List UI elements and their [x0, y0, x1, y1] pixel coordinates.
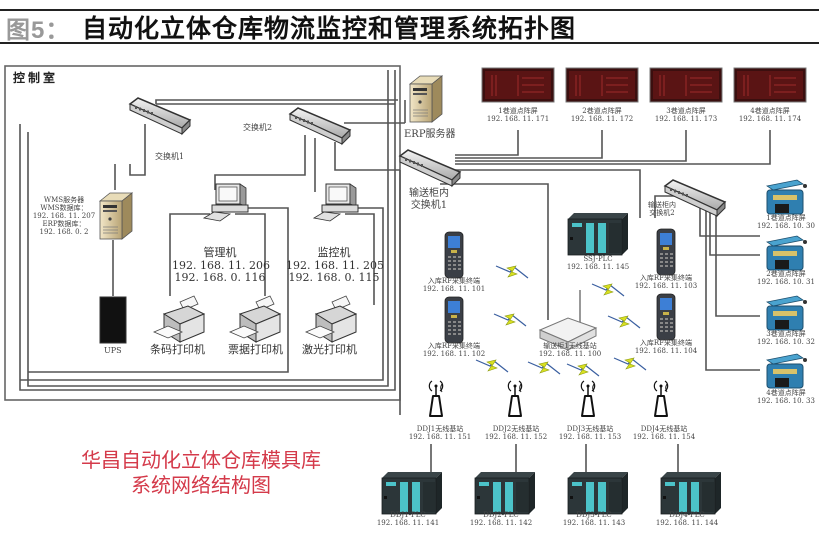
- base-station-3-icon: [580, 380, 596, 417]
- barcode-printer-label: 条码打印机: [150, 343, 205, 356]
- figure-title: 自动化立体仓库物流监控和管理系统拓扑图: [82, 14, 577, 43]
- rf-terminal-3-icon: [656, 228, 676, 276]
- wireless-link-icon: [566, 363, 600, 377]
- conveyor-switch1-label: 输送柜内 交换机1: [409, 188, 449, 211]
- lane-display-1-icon: [481, 67, 555, 103]
- rf-terminal-2-icon: [444, 296, 464, 344]
- erp-server-label: ERP服务器: [404, 129, 456, 140]
- header-bottom-rule: [0, 42, 819, 44]
- lane-scanner-1-icon: [766, 179, 808, 215]
- erp-server-icon: [409, 75, 443, 123]
- wms-server-icon: [99, 192, 133, 240]
- wms-server-label: WMS服务器 WMS数据库： 192. 168. 11. 207 ERP数据库：…: [32, 196, 96, 237]
- base-station-1-icon: [428, 380, 444, 417]
- lane-display-3-icon: [649, 67, 723, 103]
- laser-printer-label: 激光打印机: [302, 343, 357, 356]
- management-pc-icon: [203, 183, 249, 222]
- ups-label: UPS: [104, 346, 122, 355]
- wireless-link-icon: [613, 357, 647, 371]
- wireless-link-icon: [475, 359, 509, 373]
- lane-scanner-3-icon: [766, 295, 808, 331]
- wireless-link-icon: [495, 265, 529, 279]
- diagram-caption: 华昌自动化立体仓库模具库 系统网络结构图: [81, 448, 321, 497]
- ddj1-plc-icon: [381, 471, 443, 515]
- conveyor-switch1-icon: [399, 149, 461, 187]
- receipt-printer-label: 票据打印机: [228, 343, 283, 356]
- ddj3-plc-icon: [567, 471, 629, 515]
- rf-terminal-1-icon: [444, 231, 464, 279]
- management-pc-label: 管理机 192. 168. 11. 206 192. 168. 0. 116: [172, 246, 270, 285]
- figure-label: 图5：: [6, 17, 71, 44]
- barcode-printer-icon: [153, 295, 205, 343]
- lane-display-2-icon: [565, 67, 639, 103]
- lane-scanner-4-icon: [766, 353, 808, 389]
- switch1-label: 交换机1: [155, 152, 185, 161]
- lane-display-4-icon: [733, 67, 807, 103]
- control-room-label: 控制室: [13, 71, 59, 85]
- ddj2-plc-icon: [474, 471, 536, 515]
- base-station-4-icon: [653, 380, 669, 417]
- ddj4-plc-icon: [660, 471, 722, 515]
- conveyor-switch2-label: 输送柜内 交换机2: [648, 201, 676, 218]
- laser-printer-icon: [305, 295, 357, 343]
- ups-icon: [99, 296, 127, 344]
- wireless-link-icon: [607, 315, 641, 329]
- switch2-label: 交换机2: [243, 123, 273, 132]
- wireless-router-icon: [538, 290, 598, 351]
- lane-scanner-2-icon: [766, 235, 808, 271]
- wireless-link-icon: [591, 283, 625, 297]
- base-station-2-icon: [507, 380, 523, 417]
- receipt-printer-icon: [229, 295, 281, 343]
- wireless-link-icon: [493, 313, 527, 327]
- header-top-rule: [0, 9, 819, 11]
- wireless-link-icon: [527, 361, 561, 375]
- switch2-icon: [289, 107, 351, 145]
- ssj-plc-icon: [567, 212, 629, 256]
- monitor-pc-icon: [313, 183, 359, 222]
- monitor-pc-label: 监控机 192. 168. 11. 205 192. 168. 0. 115: [286, 246, 384, 285]
- rf-terminal-4-icon: [656, 293, 676, 341]
